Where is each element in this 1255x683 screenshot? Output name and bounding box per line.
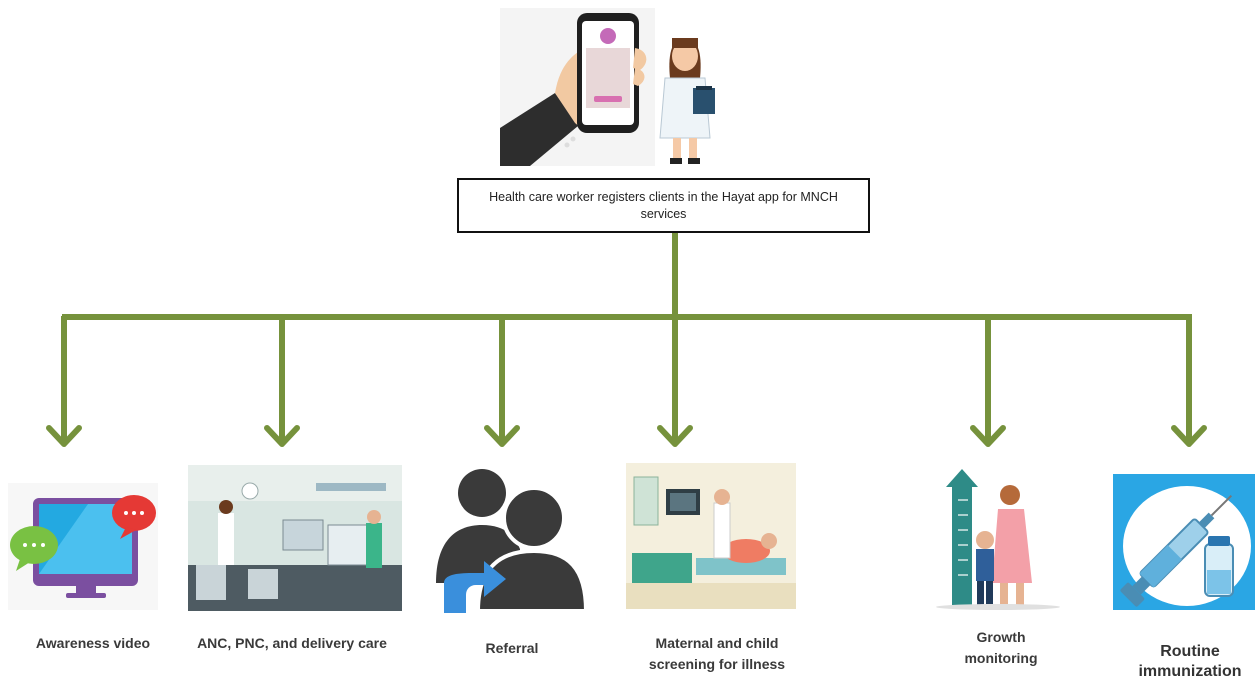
- referral-people-icon: [434, 463, 586, 613]
- label-growth-line2: monitoring: [964, 650, 1038, 666]
- arrowhead-5: [970, 425, 1006, 447]
- awareness-video-icon: [8, 483, 158, 610]
- arrowhead-1: [46, 425, 82, 447]
- arrowhead-6: [1171, 425, 1207, 447]
- registration-step-box: Health care worker registers clients in …: [457, 178, 870, 233]
- label-anc-pnc-delivery: ANC, PNC, and delivery care: [197, 635, 387, 651]
- vaccine-syringe-icon: [1113, 474, 1255, 610]
- label-immunization-line2: immunization: [1138, 663, 1242, 680]
- arrowhead-2: [264, 425, 300, 447]
- label-awareness-video: Awareness video: [35, 635, 151, 651]
- label-immunization-line1: Routine: [1160, 643, 1220, 660]
- label-screening-line2: screening for illness: [648, 656, 786, 672]
- label-growth-line1: Growth: [976, 629, 1026, 645]
- arrowhead-4: [657, 425, 693, 447]
- delivery-care-scene-icon: [188, 465, 402, 611]
- label-screening-line1: Maternal and child: [655, 635, 779, 651]
- arrowhead-3: [484, 425, 520, 447]
- growth-monitoring-icon: [928, 465, 1068, 611]
- screening-scene-icon: [626, 463, 796, 609]
- label-referral: Referral: [485, 640, 539, 656]
- registration-step-text: Health care worker registers clients in …: [489, 189, 838, 221]
- health-worker-illustration: [500, 8, 725, 166]
